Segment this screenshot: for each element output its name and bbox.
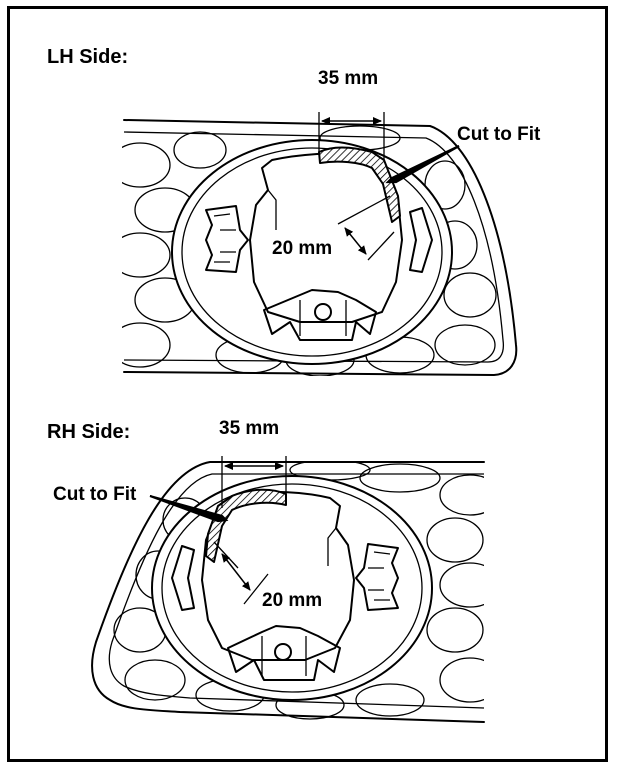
lh-cut-zone bbox=[318, 146, 401, 223]
rh-grille-housing bbox=[91, 461, 485, 723]
rh-cut-label: Cut to Fit bbox=[53, 484, 137, 505]
rh-lamp-housing bbox=[151, 475, 433, 701]
rh-cut-leader bbox=[149, 494, 229, 523]
rh-width-dimension bbox=[221, 456, 287, 508]
lh-depth-dimension bbox=[337, 195, 395, 261]
lh-cut-label: Cut to Fit bbox=[457, 124, 541, 145]
rh-width-label: 35 mm bbox=[219, 418, 279, 439]
lh-title: LH Side: bbox=[47, 46, 128, 68]
lh-section: LH Side: bbox=[47, 46, 541, 376]
rh-depth-label: 20 mm bbox=[262, 590, 322, 611]
lh-cut-leader bbox=[385, 145, 460, 184]
lh-width-dimension bbox=[318, 112, 385, 160]
rh-section: RH Side: bbox=[47, 418, 485, 723]
lh-lamp-housing bbox=[171, 139, 453, 365]
rh-grille-pattern bbox=[113, 462, 484, 720]
rh-title: RH Side: bbox=[47, 421, 130, 443]
rh-depth-dimension bbox=[213, 541, 269, 605]
lh-depth-label: 20 mm bbox=[272, 238, 332, 259]
lh-width-label: 35 mm bbox=[318, 68, 378, 89]
rh-cut-zone bbox=[205, 488, 287, 563]
